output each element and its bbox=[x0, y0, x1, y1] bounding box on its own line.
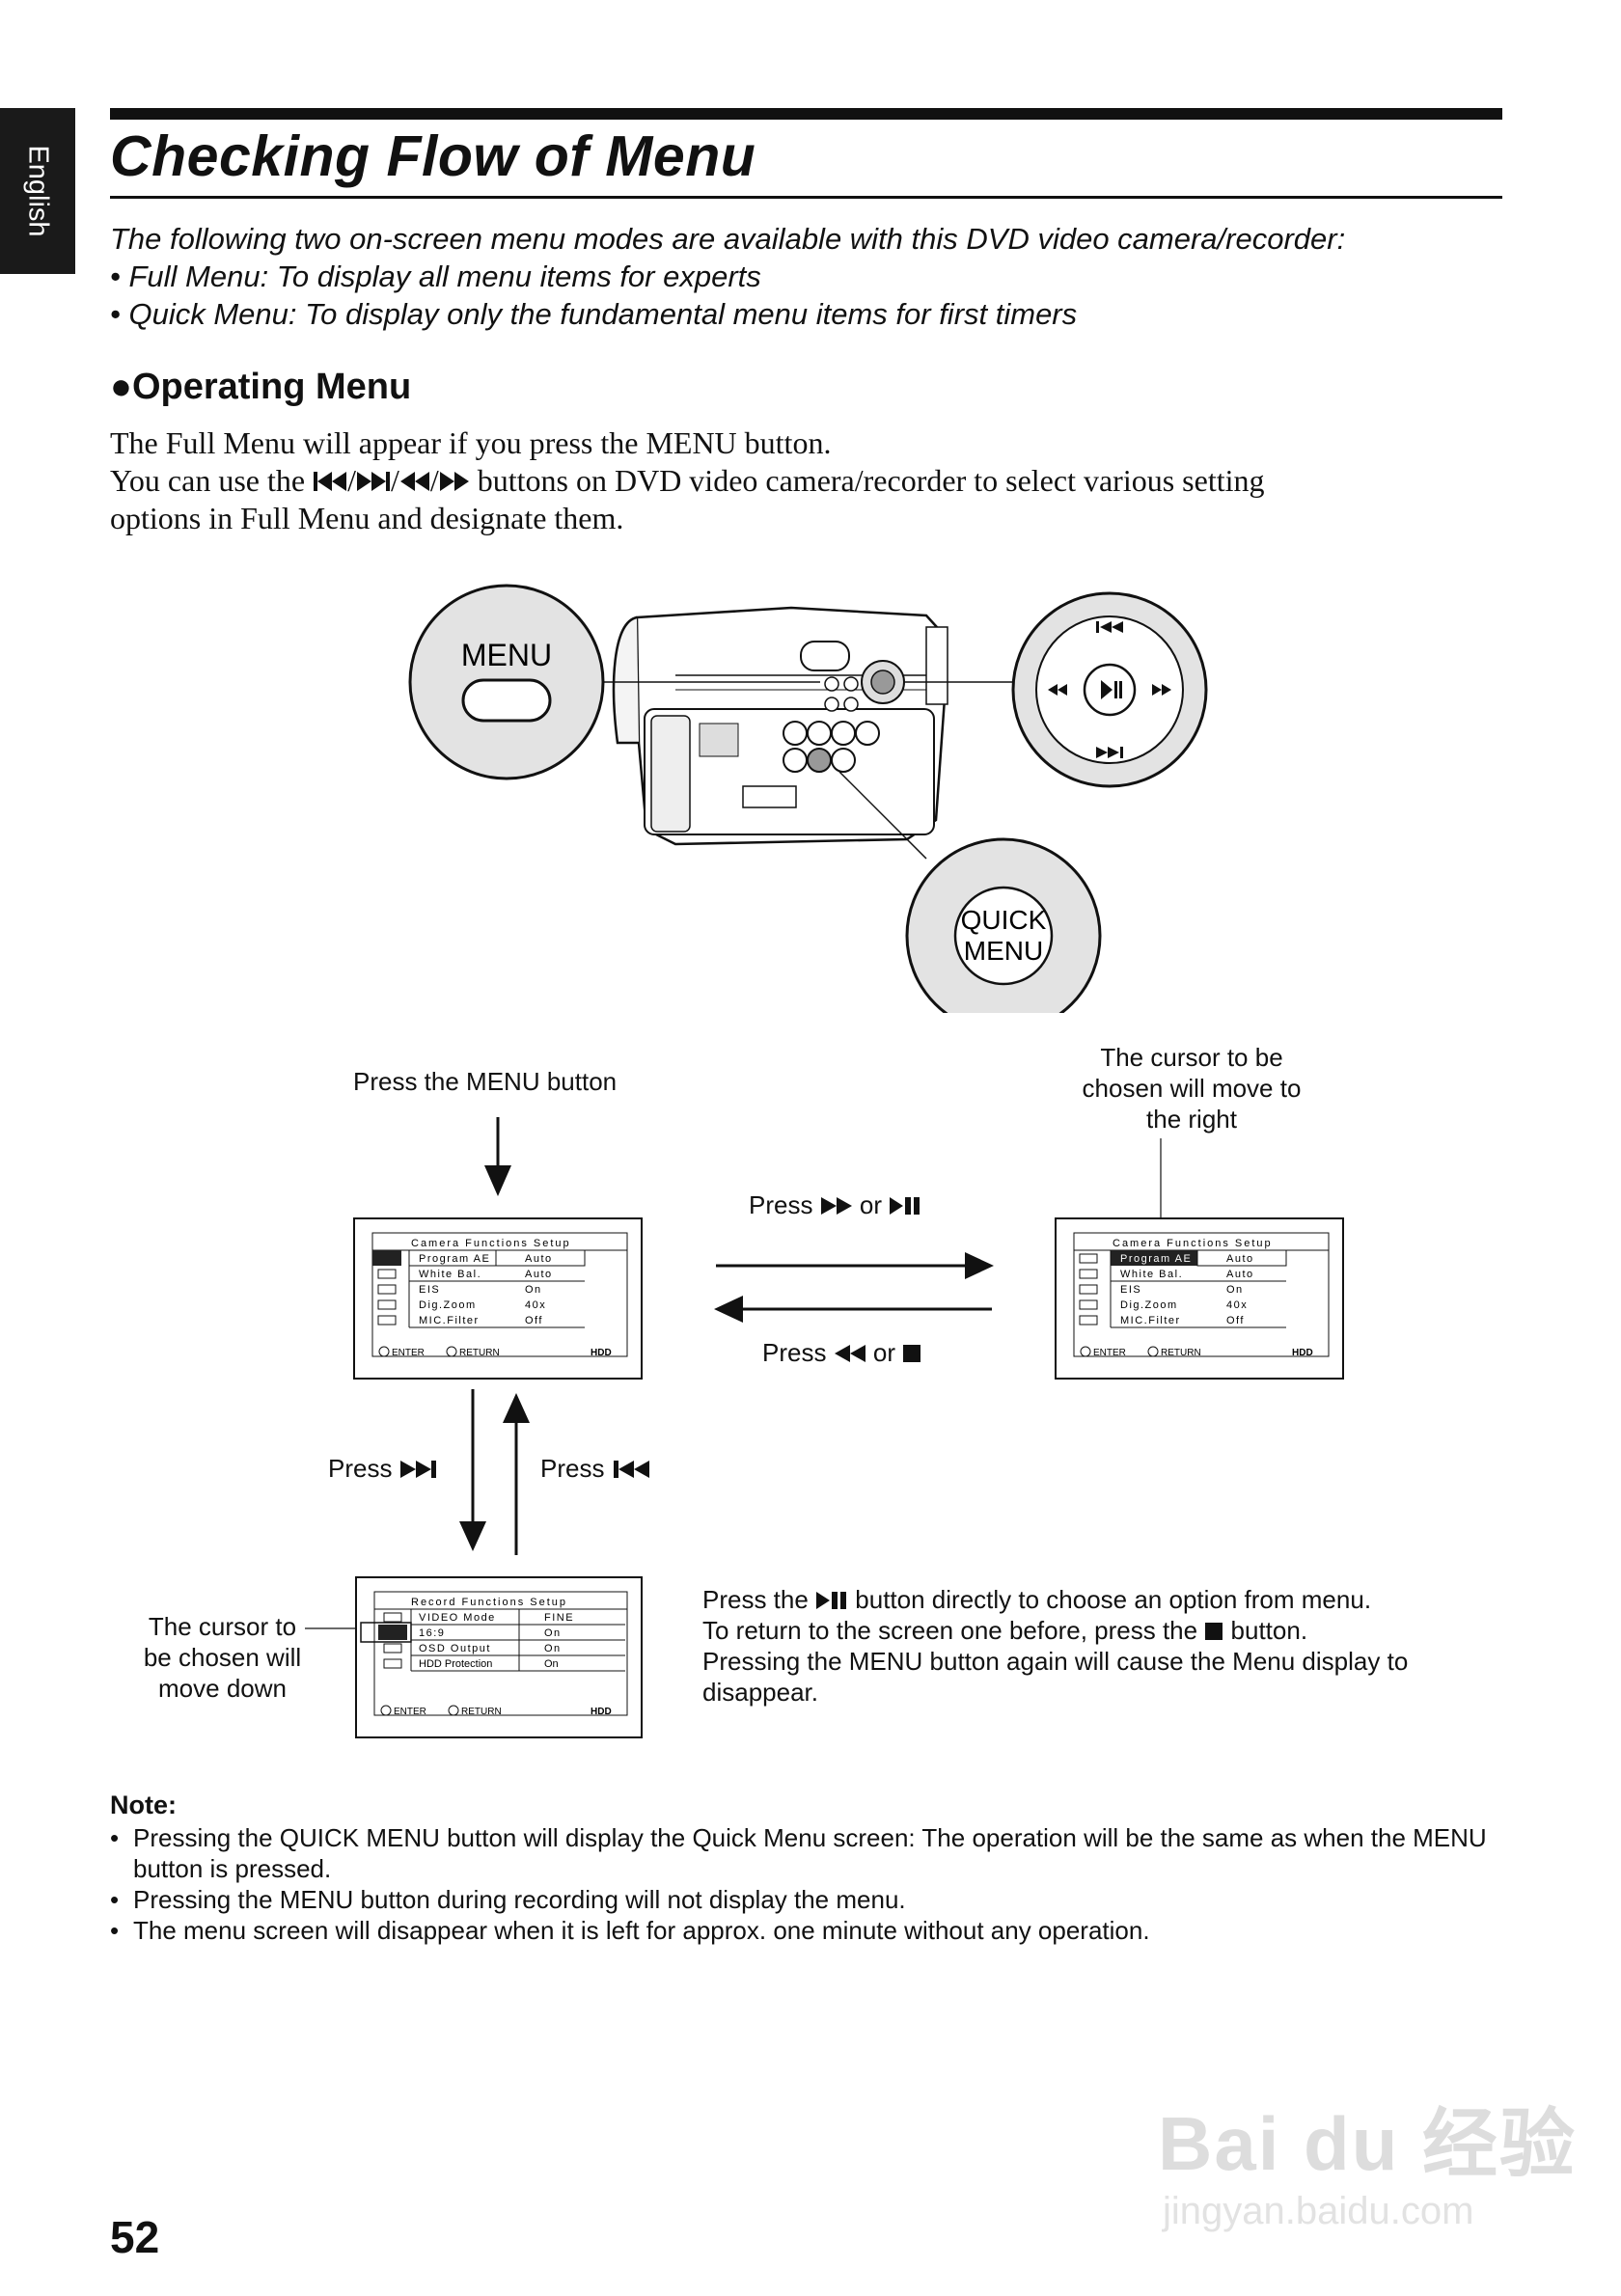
svg-text:ENTER: ENTER bbox=[392, 1348, 425, 1358]
svg-text:MIC.Filter: MIC.Filter bbox=[1120, 1315, 1181, 1326]
svg-text:Program AE: Program AE bbox=[1120, 1253, 1192, 1265]
screen-header: Camera Functions Setup bbox=[1113, 1238, 1273, 1249]
svg-text:Auto: Auto bbox=[1226, 1269, 1254, 1280]
page-title: Checking Flow of Menu bbox=[110, 124, 756, 188]
skip-forward-icon bbox=[399, 1461, 436, 1478]
press-down-label: Press bbox=[328, 1453, 438, 1484]
svg-text:On: On bbox=[544, 1658, 559, 1670]
svg-text:Off: Off bbox=[525, 1315, 543, 1326]
watermark-url: jingyan.baidu.com bbox=[1163, 2190, 1474, 2232]
svg-text:Dig.Zoom: Dig.Zoom bbox=[1120, 1299, 1178, 1311]
svg-text:40x: 40x bbox=[525, 1299, 546, 1311]
svg-text:HDD: HDD bbox=[591, 1707, 612, 1717]
press-up-label: Press bbox=[540, 1453, 650, 1484]
svg-text:MIC.Filter: MIC.Filter bbox=[419, 1315, 480, 1326]
stop-icon bbox=[903, 1345, 921, 1362]
fast-forward-icon bbox=[820, 1197, 852, 1215]
svg-text:40x: 40x bbox=[1226, 1299, 1248, 1311]
svg-text:RETURN: RETURN bbox=[459, 1348, 500, 1358]
svg-text:OSD Output: OSD Output bbox=[419, 1643, 491, 1654]
watermark-logo: Bai du 经验 bbox=[1158, 2101, 1578, 2186]
title-bottom-rule bbox=[110, 196, 1502, 199]
quick-menu-label: MENU bbox=[964, 936, 1043, 966]
screen-header: Camera Functions Setup bbox=[411, 1238, 571, 1249]
press-left-label: Press or bbox=[762, 1337, 921, 1368]
svg-text:16:9: 16:9 bbox=[419, 1627, 445, 1639]
notes-section: Note: Pressing the QUICK MENU button wil… bbox=[110, 1790, 1499, 1946]
svg-text:Auto: Auto bbox=[525, 1269, 553, 1280]
title-top-rule bbox=[110, 108, 1502, 120]
svg-text:VIDEO Mode: VIDEO Mode bbox=[419, 1612, 496, 1624]
quick-menu-label: QUICK bbox=[961, 905, 1047, 935]
svg-text:HDD: HDD bbox=[1292, 1348, 1313, 1358]
note-item: Pressing the MENU button during recordin… bbox=[110, 1884, 1499, 1915]
skip-back-icon bbox=[314, 472, 347, 491]
page-number: 52 bbox=[110, 2212, 160, 2262]
svg-text:EIS: EIS bbox=[419, 1284, 440, 1296]
flow-explanation: Press the button directly to choose an o… bbox=[702, 1585, 1409, 1707]
intro-lead: The following two on-screen menu modes a… bbox=[110, 222, 1346, 256]
play-pause-icon bbox=[816, 1592, 847, 1609]
notes-heading: Note: bbox=[110, 1790, 177, 1819]
menu-screen-camera-left: Camera Functions Setup Program AE Auto W… bbox=[353, 1217, 643, 1380]
svg-text:EIS: EIS bbox=[1120, 1284, 1141, 1296]
svg-text:HDD Protection: HDD Protection bbox=[419, 1658, 492, 1670]
cursor-down-note: The cursor to be chosen will move down bbox=[143, 1612, 302, 1703]
note-item: The menu screen will disappear when it i… bbox=[110, 1915, 1499, 1946]
svg-text:FINE: FINE bbox=[544, 1612, 574, 1624]
note-item: Pressing the QUICK MENU button will disp… bbox=[110, 1822, 1499, 1884]
press-right-label: Press or bbox=[749, 1189, 921, 1220]
cursor-right-note: The cursor to be chosen will move to the… bbox=[1082, 1043, 1302, 1134]
svg-text:ENTER: ENTER bbox=[394, 1707, 426, 1717]
fast-forward-icon bbox=[439, 472, 469, 491]
menu-screen-camera-right: Camera Functions Setup Program AE Auto W… bbox=[1055, 1217, 1344, 1380]
intro: The following two on-screen menu modes a… bbox=[110, 220, 1345, 333]
svg-text:HDD: HDD bbox=[591, 1348, 612, 1358]
press-menu-label: Press the MENU button bbox=[353, 1067, 618, 1096]
body-line: You can use the /// buttons on DVD video… bbox=[110, 463, 1265, 498]
menu-callout-label: MENU bbox=[461, 638, 552, 672]
screen-header: Record Functions Setup bbox=[411, 1597, 567, 1608]
rewind-icon bbox=[834, 1345, 865, 1362]
svg-text:On: On bbox=[525, 1284, 542, 1296]
svg-text:Auto: Auto bbox=[1226, 1253, 1254, 1265]
body-text: The Full Menu will appear if you press t… bbox=[110, 424, 1519, 537]
notes-list: Pressing the QUICK MENU button will disp… bbox=[110, 1822, 1499, 1946]
svg-text:On: On bbox=[1226, 1284, 1244, 1296]
svg-text:Dig.Zoom: Dig.Zoom bbox=[419, 1299, 477, 1311]
camcorder-illustration: MENU QUICK MENU bbox=[408, 584, 1208, 1013]
svg-text:On: On bbox=[544, 1643, 562, 1654]
intro-bullet: • Quick Menu: To display only the fundam… bbox=[110, 297, 1078, 331]
stop-icon bbox=[1205, 1623, 1223, 1640]
svg-text:White Bal.: White Bal. bbox=[1120, 1269, 1183, 1280]
svg-text:Program AE: Program AE bbox=[419, 1253, 490, 1265]
play-pause-icon bbox=[890, 1197, 920, 1215]
svg-text:White Bal.: White Bal. bbox=[419, 1269, 481, 1280]
svg-text:Auto: Auto bbox=[525, 1253, 553, 1265]
rewind-icon bbox=[399, 472, 429, 491]
svg-text:RETURN: RETURN bbox=[1161, 1348, 1201, 1358]
body-line: options in Full Menu and designate them. bbox=[110, 501, 624, 535]
section-heading: ●Operating Menu bbox=[110, 367, 412, 407]
svg-text:Off: Off bbox=[1226, 1315, 1245, 1326]
svg-text:On: On bbox=[544, 1627, 562, 1639]
body-line: The Full Menu will appear if you press t… bbox=[110, 425, 832, 460]
language-tab: English bbox=[0, 108, 75, 274]
intro-bullet: • Full Menu: To display all menu items f… bbox=[110, 260, 761, 293]
svg-text:RETURN: RETURN bbox=[461, 1707, 502, 1717]
menu-screen-record: Record Functions Setup VIDEO Mode FINE 1… bbox=[355, 1576, 643, 1738]
skip-back-icon bbox=[613, 1461, 649, 1478]
svg-text:ENTER: ENTER bbox=[1093, 1348, 1126, 1358]
skip-forward-icon bbox=[356, 472, 390, 491]
